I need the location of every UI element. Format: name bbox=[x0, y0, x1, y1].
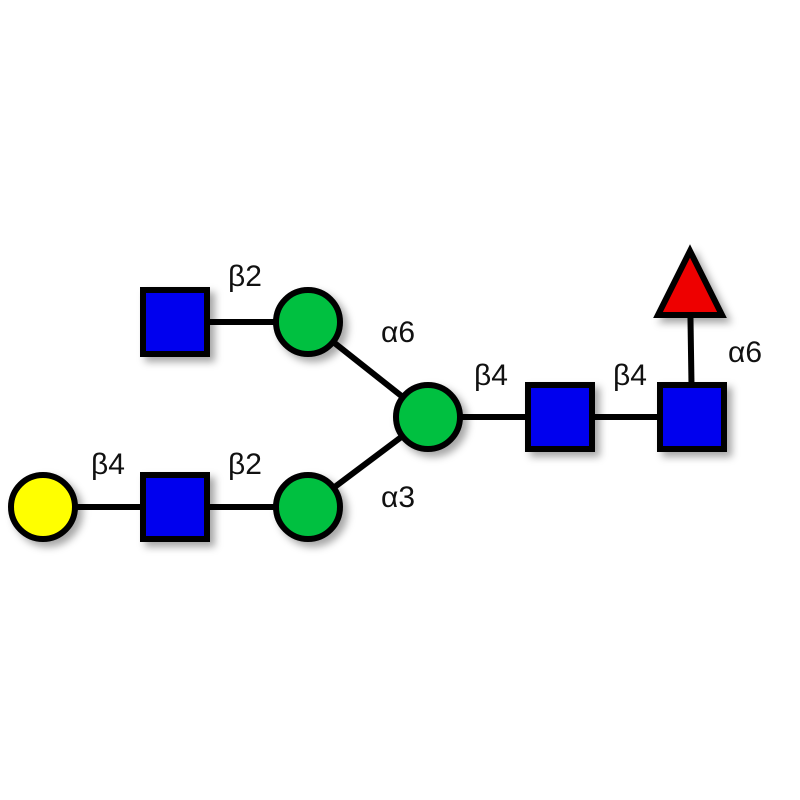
man-bottom-circle-node bbox=[273, 472, 343, 542]
linkage-label: β4 bbox=[91, 448, 125, 481]
man-core-circle-node bbox=[393, 382, 463, 452]
linkage-label: α6 bbox=[728, 336, 762, 369]
fuc-triangle-node bbox=[653, 244, 727, 318]
man-top-circle-node bbox=[273, 287, 343, 357]
linkage-label: β4 bbox=[474, 359, 508, 392]
linkage-label: α3 bbox=[381, 481, 415, 514]
glcnac-bottom-square-node bbox=[140, 472, 210, 542]
glcnac-reducing-square-node bbox=[657, 382, 727, 452]
linkage-label: β2 bbox=[228, 448, 262, 481]
linkage-label: α6 bbox=[381, 316, 415, 349]
gal-bottom-circle-node bbox=[8, 472, 78, 542]
linkage-label: β4 bbox=[613, 359, 647, 392]
glcnac-top-square-node bbox=[140, 287, 210, 357]
glcnac-core2-square-node bbox=[525, 382, 595, 452]
linkage-label: β2 bbox=[228, 260, 262, 293]
